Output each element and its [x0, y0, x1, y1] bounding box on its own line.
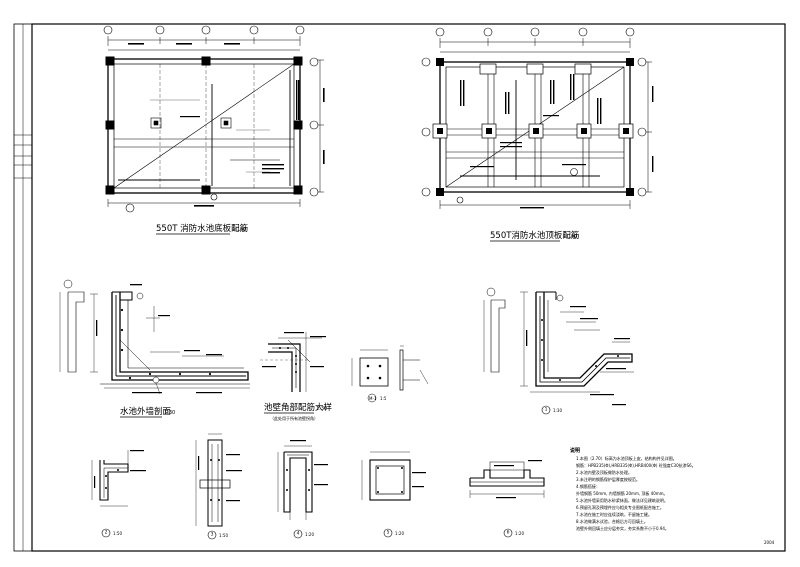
- general-notes: 说明 1.本图（2.70）标高为水池顶板上皮，结构构件见详图。 钢筋：HPB23…: [570, 447, 696, 531]
- note-line: 5.水池外墙采用防水砂浆抹面，做法详见建筑说明。: [576, 497, 668, 503]
- detail-2-number: 2: [105, 530, 108, 536]
- corner-detail-scale: 1:30: [316, 406, 327, 412]
- embedded-plate-m1-label: M-1: [369, 396, 377, 401]
- detail-3-number: 3: [211, 532, 214, 538]
- detail-5-scale: 1:20: [395, 531, 404, 536]
- detail-3-annotations: [198, 454, 242, 502]
- sheet-number: 2004: [764, 540, 775, 545]
- detail-1-scale: 1:30: [553, 408, 562, 413]
- detail-6-annotations: [494, 460, 542, 499]
- section-outer-wall: [59, 279, 250, 395]
- note-line: 2.水池内壁及顶板做防水处理。: [576, 469, 632, 475]
- plan-top-slab: 550T消防水池顶板配筋 1:100: [421, 27, 654, 242]
- corner-detail-title: 池壁角部配筋大样: [264, 402, 333, 413]
- detail-6-number: 6: [507, 530, 510, 536]
- note-line: 8.水池做满水试验，合格后方可回填土。: [576, 518, 648, 524]
- detail-1-sloped-bottom: [483, 287, 634, 415]
- detail-4-number: 4: [297, 531, 300, 537]
- section-outer-wall-annotations: [96, 284, 222, 394]
- notes-heading: 说明: [570, 447, 580, 454]
- embedded-plate-m1-scale: 1:5: [380, 396, 387, 401]
- detail-3: [195, 433, 231, 540]
- detail-5: [361, 451, 411, 538]
- detail-2: [91, 450, 129, 538]
- note-line: 钢筋：HPB235(Φ),HRB335(Φ),HRB400(Φ) 砼强度C30抗…: [576, 462, 696, 468]
- detail-2-scale: 1:50: [113, 531, 122, 536]
- section-outer-wall-scale: 1:30: [164, 410, 175, 416]
- note-line: 7.水池在施工时应连续浇筑，不留施工缝。: [576, 511, 652, 517]
- detail-1-number: 1: [545, 407, 548, 413]
- embedded-plate-m1: [351, 345, 429, 403]
- corner-detail: [260, 332, 322, 392]
- note-line: 4.钢筋搭接：: [576, 483, 600, 489]
- plan-top-slab-title: 550T消防水池顶板配筋: [490, 230, 579, 241]
- note-line: 3.未注明的钢筋保护层厚度按规范。: [576, 476, 640, 482]
- section-outer-wall-title: 水池外墙剖面: [120, 406, 172, 417]
- corner-detail-note: （此处用于所有池壁拐角）: [270, 415, 318, 421]
- detail-6-scale: 1:20: [515, 531, 524, 536]
- detail-5-number: 5: [387, 530, 390, 536]
- detail-3-scale: 1:50: [219, 533, 228, 538]
- note-line: 外墙钢筋 50mm, 内墙钢筋 20mm, 顶板 40mm。: [576, 490, 668, 496]
- detail-1-annotations: [526, 306, 630, 406]
- corner-detail-annotations: [262, 332, 326, 368]
- note-line: 6.预留孔洞及预埋件应与相关专业图纸配合施工。: [576, 504, 664, 510]
- plan-top-slab-scale: 1:100: [563, 234, 577, 240]
- sheet-border: [13, 23, 786, 552]
- detail-5-annotations: [412, 472, 426, 488]
- detail-6: [469, 461, 545, 538]
- plan-bottom-slab-scale: 1:100: [232, 227, 246, 233]
- note-line: 1.本图（2.70）标高为水池顶板上皮，结构构件见详图。: [576, 455, 677, 461]
- detail-4-annotations: [290, 440, 328, 486]
- note-line: 池壁外侧回填土应分层夯实，夯实系数不小于0.94。: [576, 525, 669, 531]
- detail-4: [277, 445, 313, 539]
- detail-2-annotations: [94, 450, 146, 488]
- plan-bottom-slab-title: 550T 消防水池底板配筋: [156, 223, 248, 234]
- plan-bottom-slab: 550T 消防水池底板配筋 1:100: [103, 25, 325, 235]
- detail-4-scale: 1:20: [305, 532, 314, 537]
